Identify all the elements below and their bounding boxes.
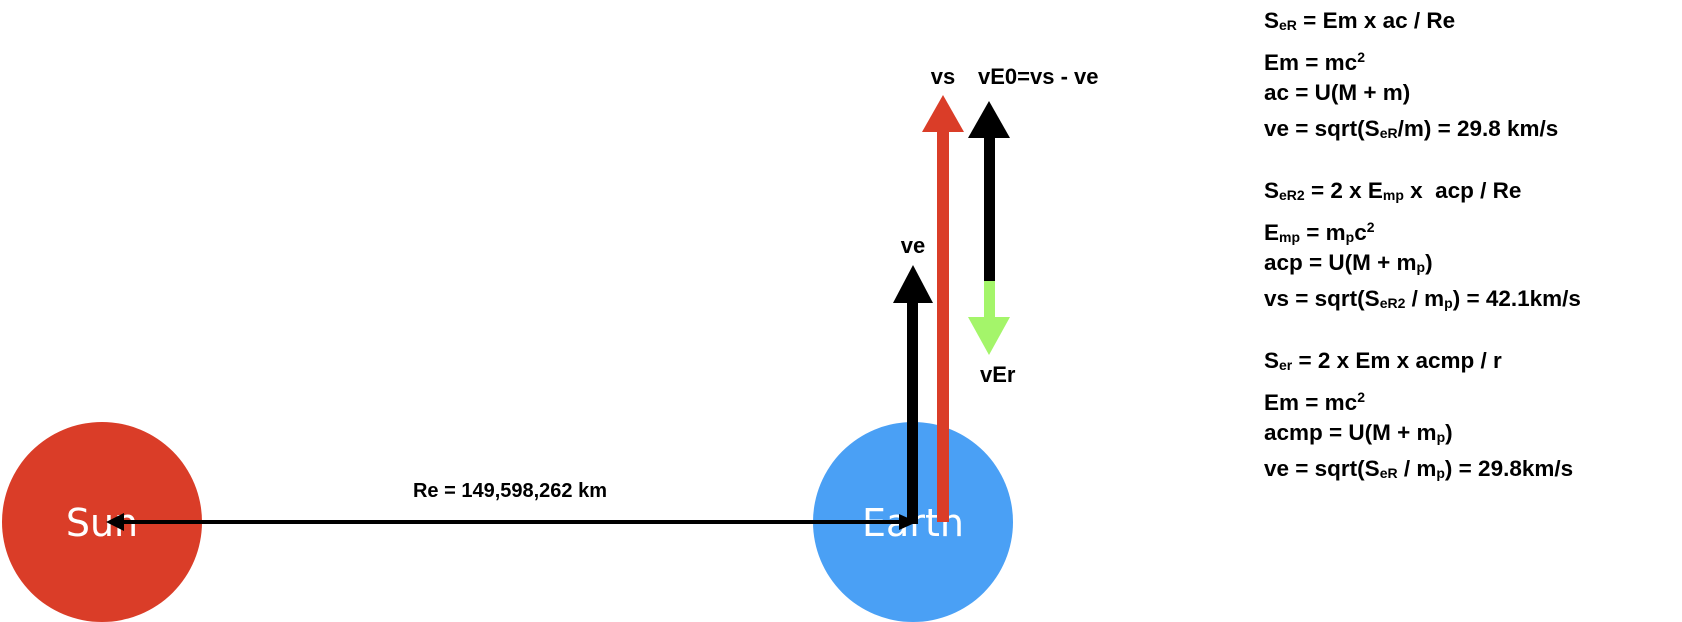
formula-text: acmp = U(M + m	[1264, 420, 1437, 445]
formula-text: / m	[1405, 286, 1445, 311]
formula-line: SeR2 = 2 x Emp x acp / Re	[1264, 176, 1581, 212]
subscript: mp	[1382, 187, 1404, 203]
formula-text: ) = 29.8km/s	[1444, 456, 1574, 481]
subscript: eR2	[1379, 295, 1406, 311]
superscript: 2	[1357, 389, 1365, 405]
formula-text: E	[1264, 220, 1280, 245]
formula-text: /m) = 29.8 km/s	[1397, 116, 1559, 141]
formula-text: ) = 42.1km/s	[1452, 286, 1581, 311]
ver-label: vEr	[980, 362, 1016, 387]
subscript: er	[1279, 357, 1293, 373]
subscript: eR	[1379, 465, 1398, 481]
ve-arrowhead	[893, 265, 933, 303]
formula-text: Em = mc	[1264, 50, 1358, 75]
ve-label: ve	[901, 233, 925, 258]
vs-arrowhead	[922, 95, 964, 132]
formula-line: acmp = U(M + mp)	[1264, 418, 1581, 454]
formula-line: SeR = Em x ac / Re	[1264, 6, 1581, 42]
formula-line: ve = sqrt(SeR / mp) = 29.8km/s	[1264, 454, 1581, 490]
subscript: p	[1444, 295, 1453, 311]
ve0-arrowhead	[968, 101, 1010, 138]
formula-text: )	[1425, 250, 1433, 275]
formula-text: )	[1445, 420, 1453, 445]
ve0-arrow-shaft	[984, 135, 995, 282]
ver-arrowhead	[968, 317, 1010, 355]
formula-line: vs = sqrt(SeR2 / mp) = 42.1km/s	[1264, 284, 1581, 320]
formula-text: S	[1264, 8, 1280, 33]
formula-text: acp = U(M + m	[1264, 250, 1417, 275]
formula-text: / m	[1397, 456, 1437, 481]
formula-text: Em = mc	[1264, 390, 1358, 415]
superscript: 2	[1357, 49, 1365, 65]
subscript: p	[1436, 465, 1445, 481]
distance-arrowhead-sun	[106, 513, 124, 531]
formula-text: = 2 x E	[1304, 178, 1383, 203]
formula-line: Ser = 2 x Em x acmp / r	[1264, 346, 1581, 382]
superscript: 2	[1366, 219, 1375, 235]
formula-text: S	[1264, 178, 1280, 203]
subscript: p	[1436, 429, 1446, 445]
vs-label: vs	[931, 64, 955, 89]
formula-text: ve = sqrt(S	[1264, 456, 1380, 481]
subscript: mp	[1279, 229, 1301, 245]
subscript: eR	[1379, 125, 1398, 141]
formula-text: x acp / Re	[1403, 178, 1522, 203]
formula-line: ve = sqrt(SeR/m) = 29.8 km/s	[1264, 114, 1581, 150]
formula-text: vs = sqrt(S	[1264, 286, 1380, 311]
formula-text: = 2 x Em x acmp / r	[1292, 348, 1502, 373]
ve-arrow-shaft	[907, 300, 918, 524]
vs-arrow-shaft	[937, 130, 949, 522]
formula-text: = m	[1300, 220, 1346, 245]
subscript: eR2	[1279, 187, 1305, 203]
formula-text: ve = sqrt(S	[1264, 116, 1380, 141]
subscript: p	[1345, 229, 1355, 245]
formula-text: = Em x ac / Re	[1296, 8, 1456, 33]
subscript: eR	[1279, 17, 1297, 33]
formula-line: ac = U(M + m)	[1264, 78, 1581, 114]
distance-label: Re = 149,598,262 km	[413, 480, 607, 502]
formula-text: c	[1354, 220, 1367, 245]
ver-arrow-shaft	[984, 281, 995, 319]
ve0-label: vE0=vs - ve	[978, 64, 1098, 89]
subscript: p	[1416, 259, 1426, 275]
sun-circle	[2, 422, 202, 622]
formula-line: Em = mc2	[1264, 382, 1581, 418]
formula-text: ac = U(M + m)	[1264, 80, 1411, 105]
formula-line: Em = mc2	[1264, 42, 1581, 78]
formula-line: acp = U(M + mp)	[1264, 248, 1581, 284]
formula-line: Emp = mpc2	[1264, 212, 1581, 248]
formula-text: S	[1264, 348, 1280, 373]
